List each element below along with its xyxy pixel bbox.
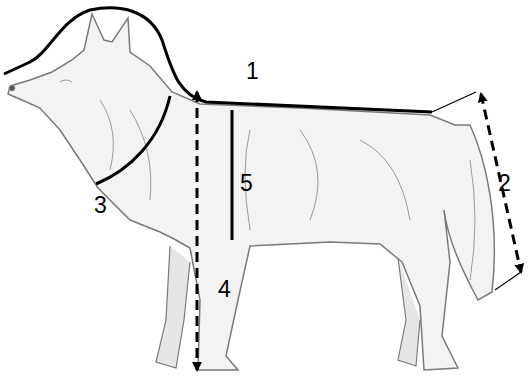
callout-number: 1 [244,60,261,83]
callout-number: 2 [496,172,513,195]
callout-number: 5 [238,172,255,195]
callout-number: 4 [216,278,233,301]
measure-arrow [196,92,199,370]
dog-body [8,14,494,370]
dog-far-leg [156,246,190,368]
measure-line [4,8,432,112]
leader-line [495,272,521,290]
callout-number: 3 [92,194,109,217]
leader-line [432,92,476,112]
measure-line [231,110,234,240]
dog-far-leg [398,258,420,366]
measure-line [96,96,170,184]
measure-arrow [481,94,521,272]
